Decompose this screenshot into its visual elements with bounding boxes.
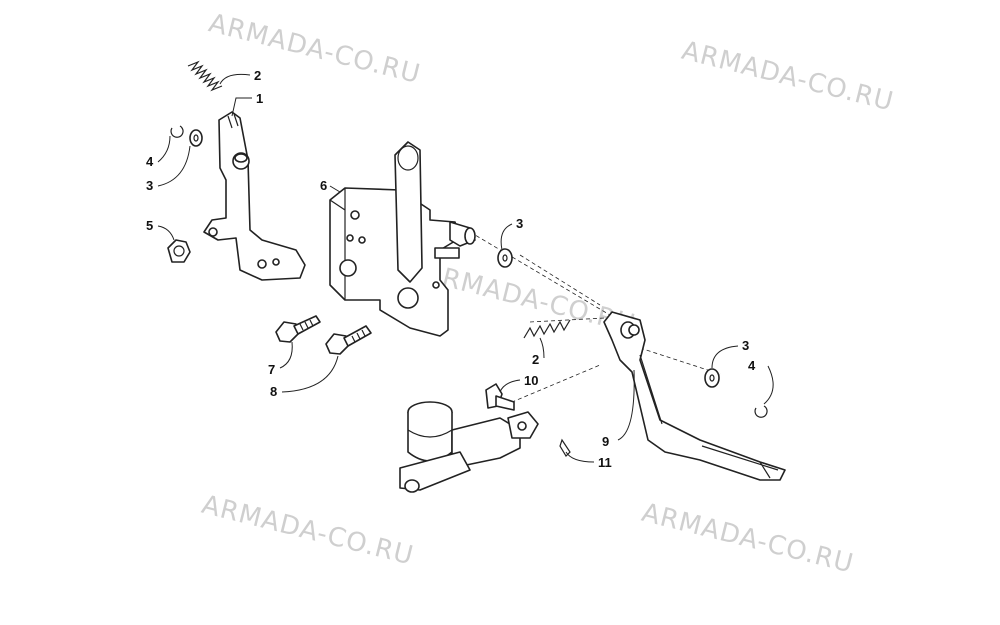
leader-3-left — [157, 145, 191, 187]
callout-4-left: 4 — [146, 154, 154, 169]
cotter-pin — [559, 438, 571, 457]
callout-8: 8 — [270, 384, 277, 399]
washer-left — [189, 129, 203, 147]
washer-mid — [497, 248, 513, 268]
watermark-bottom-right: ARMADA-CO.RU — [639, 498, 857, 580]
leader-2-mid — [539, 337, 545, 359]
callout-3-left: 3 — [146, 178, 153, 193]
bolt-8 — [325, 325, 372, 355]
callout-3-right: 3 — [742, 338, 749, 353]
callout-11: 11 — [598, 455, 612, 470]
callout-4-right: 4 — [748, 358, 756, 373]
leader-2-top — [219, 73, 251, 85]
brake-pedal — [603, 311, 786, 481]
clip-left — [170, 125, 184, 138]
leader-5 — [157, 225, 175, 241]
watermark-bottom-left: ARMADA-CO.RU — [199, 490, 417, 572]
callout-6: 6 — [320, 178, 327, 193]
leader-9 — [617, 369, 635, 441]
master-cylinder — [399, 401, 539, 493]
bolt-7 — [275, 315, 321, 343]
callout-7: 7 — [268, 362, 275, 377]
spring-mid — [523, 319, 571, 339]
leader-3-right — [711, 345, 739, 369]
washer-right — [704, 368, 720, 388]
leader-10 — [499, 379, 521, 393]
leader-1 — [231, 97, 252, 117]
leader-8 — [281, 355, 339, 393]
mounting-plate — [329, 141, 476, 337]
clevis-pin — [485, 383, 515, 411]
leader-7 — [279, 341, 293, 369]
watermark-top-right: ARMADA-CO.RU — [679, 36, 897, 118]
leader-6 — [329, 185, 341, 193]
clip-right — [754, 405, 768, 418]
left-pedal-bracket — [203, 111, 306, 281]
nut — [167, 239, 191, 263]
callout-9: 9 — [602, 434, 609, 449]
leader-11 — [565, 451, 595, 463]
leader-4-right — [763, 365, 774, 405]
spring-top — [187, 60, 223, 92]
leader-4-left — [157, 135, 171, 163]
assembly-line-pedal — [469, 231, 721, 406]
callout-2-top: 2 — [254, 68, 261, 83]
callout-3-mid: 3 — [516, 216, 523, 231]
callout-10: 10 — [524, 373, 538, 388]
callout-1: 1 — [256, 91, 263, 106]
callout-2-mid: 2 — [532, 352, 539, 367]
callout-5: 5 — [146, 218, 153, 233]
leader-3-mid — [500, 223, 513, 251]
watermark-top-left: ARMADA-CO.RU — [206, 8, 424, 90]
